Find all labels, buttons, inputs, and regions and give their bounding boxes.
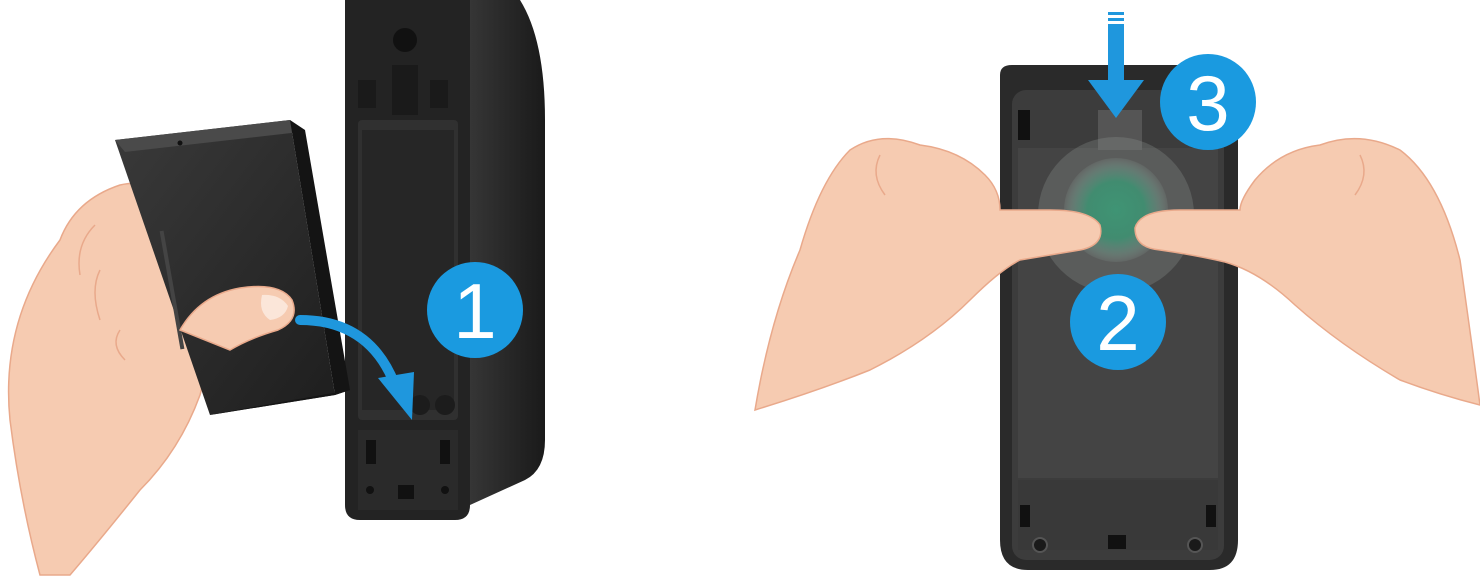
screw-left [366,486,374,494]
contact-b [435,395,455,415]
right-panel: 3 2 [755,12,1480,570]
step-badge-1: 1 [427,262,523,358]
cavity-shadow [362,130,454,410]
bottom-latch-right [1108,535,1126,549]
left-panel: 1 [9,0,545,575]
screw-bottom-right [1188,538,1202,552]
top-tab-left [358,80,376,108]
bottom-slot-right [440,440,450,464]
clip-bottom-right [1206,505,1216,527]
device-side-profile [458,0,545,508]
step-badge-3: 3 [1160,54,1256,150]
top-tab-right [430,80,448,108]
clip-bottom-left [1020,505,1030,527]
step-number-3: 3 [1186,59,1229,147]
screw-bottom-left [1033,538,1047,552]
battery-dot [178,141,183,146]
step-number-2: 2 [1096,279,1139,367]
mount-hole-top [393,28,417,52]
step-badge-2: 2 [1070,274,1166,370]
bottom-slot-left [366,440,376,464]
clip-top-left [1018,110,1030,140]
bottom-latch [398,485,414,499]
contact-a [410,395,430,415]
screw-right [441,486,449,494]
top-clip [392,65,418,115]
step-number-1: 1 [453,267,496,355]
